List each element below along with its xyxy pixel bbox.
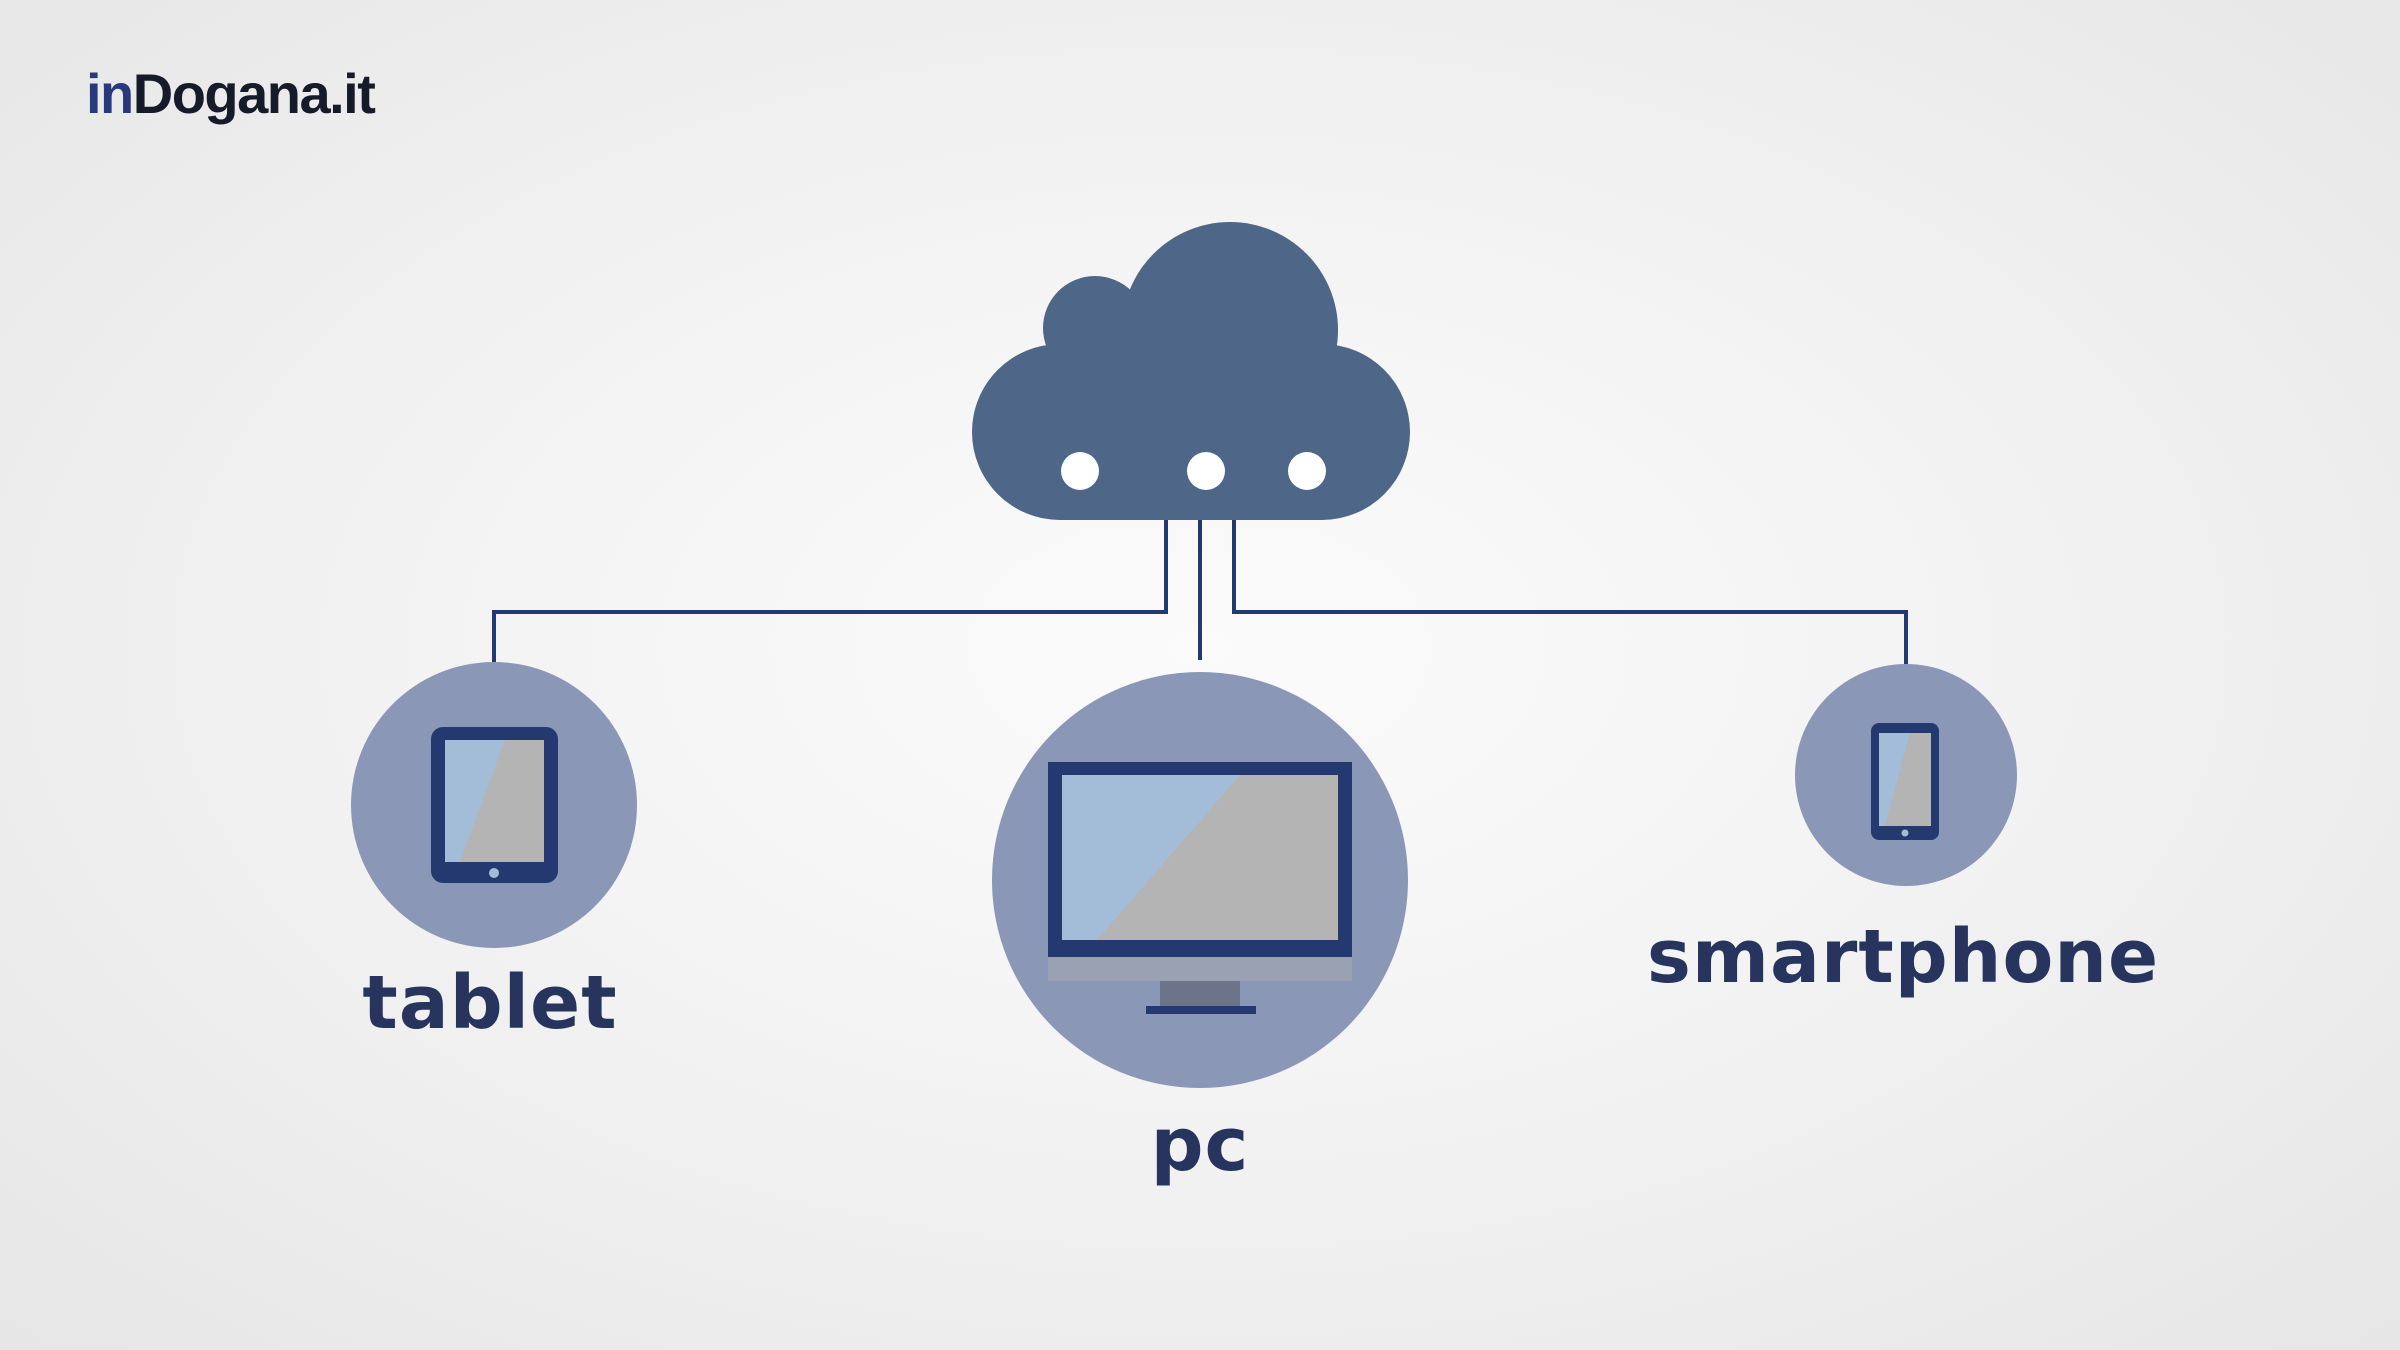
- logo-text-dogana: Dogana.it: [132, 62, 376, 125]
- monitor-icon: [1048, 762, 1352, 1014]
- device-node-pc: [992, 672, 1408, 1088]
- connector-tablet: [492, 520, 1168, 662]
- cloud-icon: [972, 222, 1410, 520]
- connector-smartphone: [1232, 520, 1908, 664]
- tablet-icon: [431, 727, 558, 883]
- device-node-smartphone: [1795, 664, 2017, 886]
- cloud-dot-left: [1061, 452, 1099, 490]
- logo-text-in: in: [86, 62, 134, 125]
- cloud-dot-right: [1288, 452, 1326, 490]
- label-tablet: tablet: [362, 960, 618, 1046]
- label-pc: pc: [1150, 1102, 1250, 1188]
- cloud-dot-middle: [1187, 452, 1225, 490]
- smartphone-icon: [1871, 723, 1939, 840]
- label-smartphone: smartphone: [1646, 914, 2160, 1000]
- brand-logo: inDogana.it: [86, 66, 376, 122]
- device-node-tablet: [351, 662, 637, 948]
- connector-lines: [492, 520, 1908, 664]
